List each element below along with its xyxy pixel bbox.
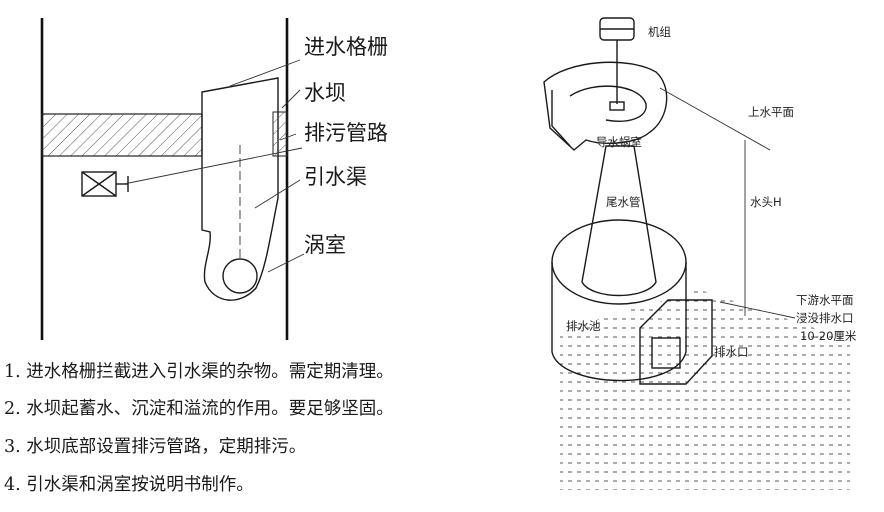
volute-inlet-front xyxy=(551,90,571,147)
note-3: 3. 水坝底部设置排污管路，定期排污。 xyxy=(4,437,306,457)
leader-drain-pipe xyxy=(279,133,297,141)
leader-volute xyxy=(267,253,305,273)
trash-rack-band xyxy=(41,113,203,157)
leader-channel xyxy=(254,179,301,209)
right-diagram: 机组 上水平面 导水蜗室 尾水管 水头H 排水池 排水口 下游水平面 浸没排水口… xyxy=(543,17,857,490)
leader-valve xyxy=(123,147,303,185)
tailwater-region xyxy=(560,290,850,490)
label-volute: 涡室 xyxy=(304,233,346,257)
tailrace-pool-top xyxy=(551,219,687,305)
upper-level-line xyxy=(659,87,771,151)
label-tailrace-pool: 排水池 xyxy=(566,319,601,333)
note-2: 2. 水坝起蓄水、沉淀和溢流的作用。要足够坚固。 xyxy=(4,399,394,419)
label-drain-pipe: 排污管路 xyxy=(304,121,388,145)
leader-dam xyxy=(281,89,301,109)
label-head: 水头H xyxy=(750,195,782,209)
label-dam: 水坝 xyxy=(304,81,346,105)
left-diagram: 进水格栅 水坝 排污管路 引水渠 涡室 1. 进水格栅拦截进入引水渠的杂物。需定… xyxy=(4,18,394,495)
volute-circle xyxy=(222,258,258,294)
volute-inner-curve xyxy=(569,85,647,122)
label-submerge-2: 10-20厘米 xyxy=(800,329,857,343)
note-4: 4. 引水渠和涡室按说明书制作。 xyxy=(4,475,254,495)
guide-volute xyxy=(543,61,668,151)
outlet-box xyxy=(639,299,713,385)
leader-trash-rack xyxy=(229,59,301,87)
label-lower-level: 下游水平面 xyxy=(796,293,854,307)
label-draft-tube: 尾水管 xyxy=(606,195,641,209)
tailrace-pool-body xyxy=(551,262,687,382)
label-channel: 引水渠 xyxy=(304,165,367,189)
label-upper-level: 上水平面 xyxy=(748,105,794,119)
label-guide-volute: 导水蜗室 xyxy=(596,135,642,149)
label-unit: 机组 xyxy=(648,25,671,39)
draft-tube xyxy=(581,145,657,297)
label-outlet: 排水口 xyxy=(714,345,749,359)
label-submerge-1: 浸没排水口 xyxy=(796,311,854,325)
dam-strip xyxy=(272,111,288,157)
label-trash-rack: 进水格栅 xyxy=(304,35,388,59)
lower-level-line xyxy=(719,301,796,319)
volute-outline xyxy=(201,77,279,301)
note-1: 1. 进水格栅拦截进入引水渠的杂物。需定期清理。 xyxy=(4,362,394,382)
